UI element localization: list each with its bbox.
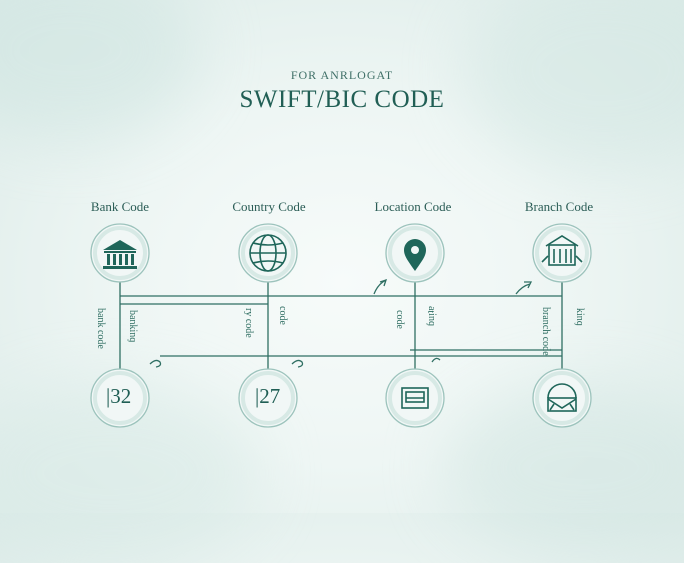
bank-side-annotation-b: ɓuᴉʞuɐq [127, 310, 138, 343]
country-side-annotation-a: ǝpoɔ ʎɹ [243, 308, 254, 338]
branch-building-icon [541, 235, 583, 266]
country-number-value: |27 [255, 384, 281, 408]
node-location-code [385, 223, 445, 283]
diagram-subtitle: FOR ANRLOGAT [290, 68, 394, 82]
mail-tray-icon [547, 383, 577, 412]
label-branch-code: Branch Code [524, 199, 594, 214]
connector-curl-branch [515, 283, 531, 295]
node-branch-code [532, 223, 592, 283]
connector-curl-location [373, 279, 387, 295]
location-side-annotation-a: ǝpoɔ [394, 310, 405, 329]
label-country-code: Country Code [232, 199, 306, 214]
label-location-code: Location Code [374, 199, 452, 214]
connector-curl-bank-bottom [149, 359, 162, 368]
location-side-annotation-b: ɓuᴉʇɐ [426, 306, 437, 326]
globe-icon [249, 234, 287, 272]
node-bank-number [90, 368, 150, 428]
branch-side-annotation-a: ǝpoɔ ɥɔuɐɹq [540, 307, 551, 356]
arrow-head-location [379, 278, 388, 287]
bank-icon [103, 240, 137, 269]
branch-side-annotation-b: ɓuᴉʞ [574, 308, 585, 326]
country-side-annotation-b: ǝpoɔ [277, 306, 288, 325]
diagram-canvas [90, 223, 592, 428]
location-pin-icon [404, 239, 426, 271]
node-location-envelope [385, 368, 445, 428]
connector-curl-location-bottom [431, 357, 441, 363]
node-country-number [238, 368, 298, 428]
node-branch-mail [532, 368, 592, 428]
bank-number-value: |32 [106, 384, 132, 408]
envelope-tray-icon [401, 387, 429, 409]
arrow-head-branch [524, 281, 533, 289]
label-bank-code: Bank Code [90, 199, 150, 214]
node-bank-code [90, 223, 150, 283]
bank-side-annotation-a: ǝpoɔ ʞuɐq [95, 308, 106, 349]
node-country-code [238, 223, 298, 283]
connector-curl-country-bottom [291, 359, 304, 368]
connector-lines [119, 278, 563, 372]
diagram-title: SWIFT/BIC CODE [239, 86, 445, 113]
